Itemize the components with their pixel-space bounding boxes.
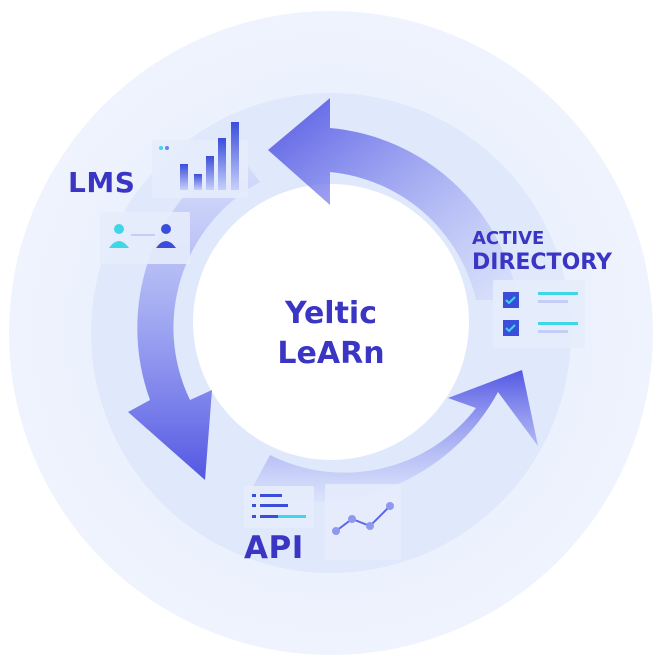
bar-chart-icon (152, 122, 248, 198)
api-label: API (244, 530, 304, 566)
active-directory-label-line2: DIRECTORY (472, 250, 612, 275)
center-title: Yeltic LeARn (0, 294, 662, 374)
center-circle (193, 184, 469, 460)
users-connection-icon (100, 212, 190, 264)
active-directory-label-line1: ACTIVE (472, 228, 545, 249)
center-title-line2: LeARn (277, 336, 385, 371)
list-icon (244, 486, 314, 528)
active-directory-label: ACTIVE DIRECTORY (472, 227, 612, 275)
lms-label: LMS (68, 166, 136, 199)
center-title-line1: Yeltic (284, 296, 377, 331)
line-chart-icon (325, 484, 401, 560)
checklist-icon (493, 280, 585, 348)
